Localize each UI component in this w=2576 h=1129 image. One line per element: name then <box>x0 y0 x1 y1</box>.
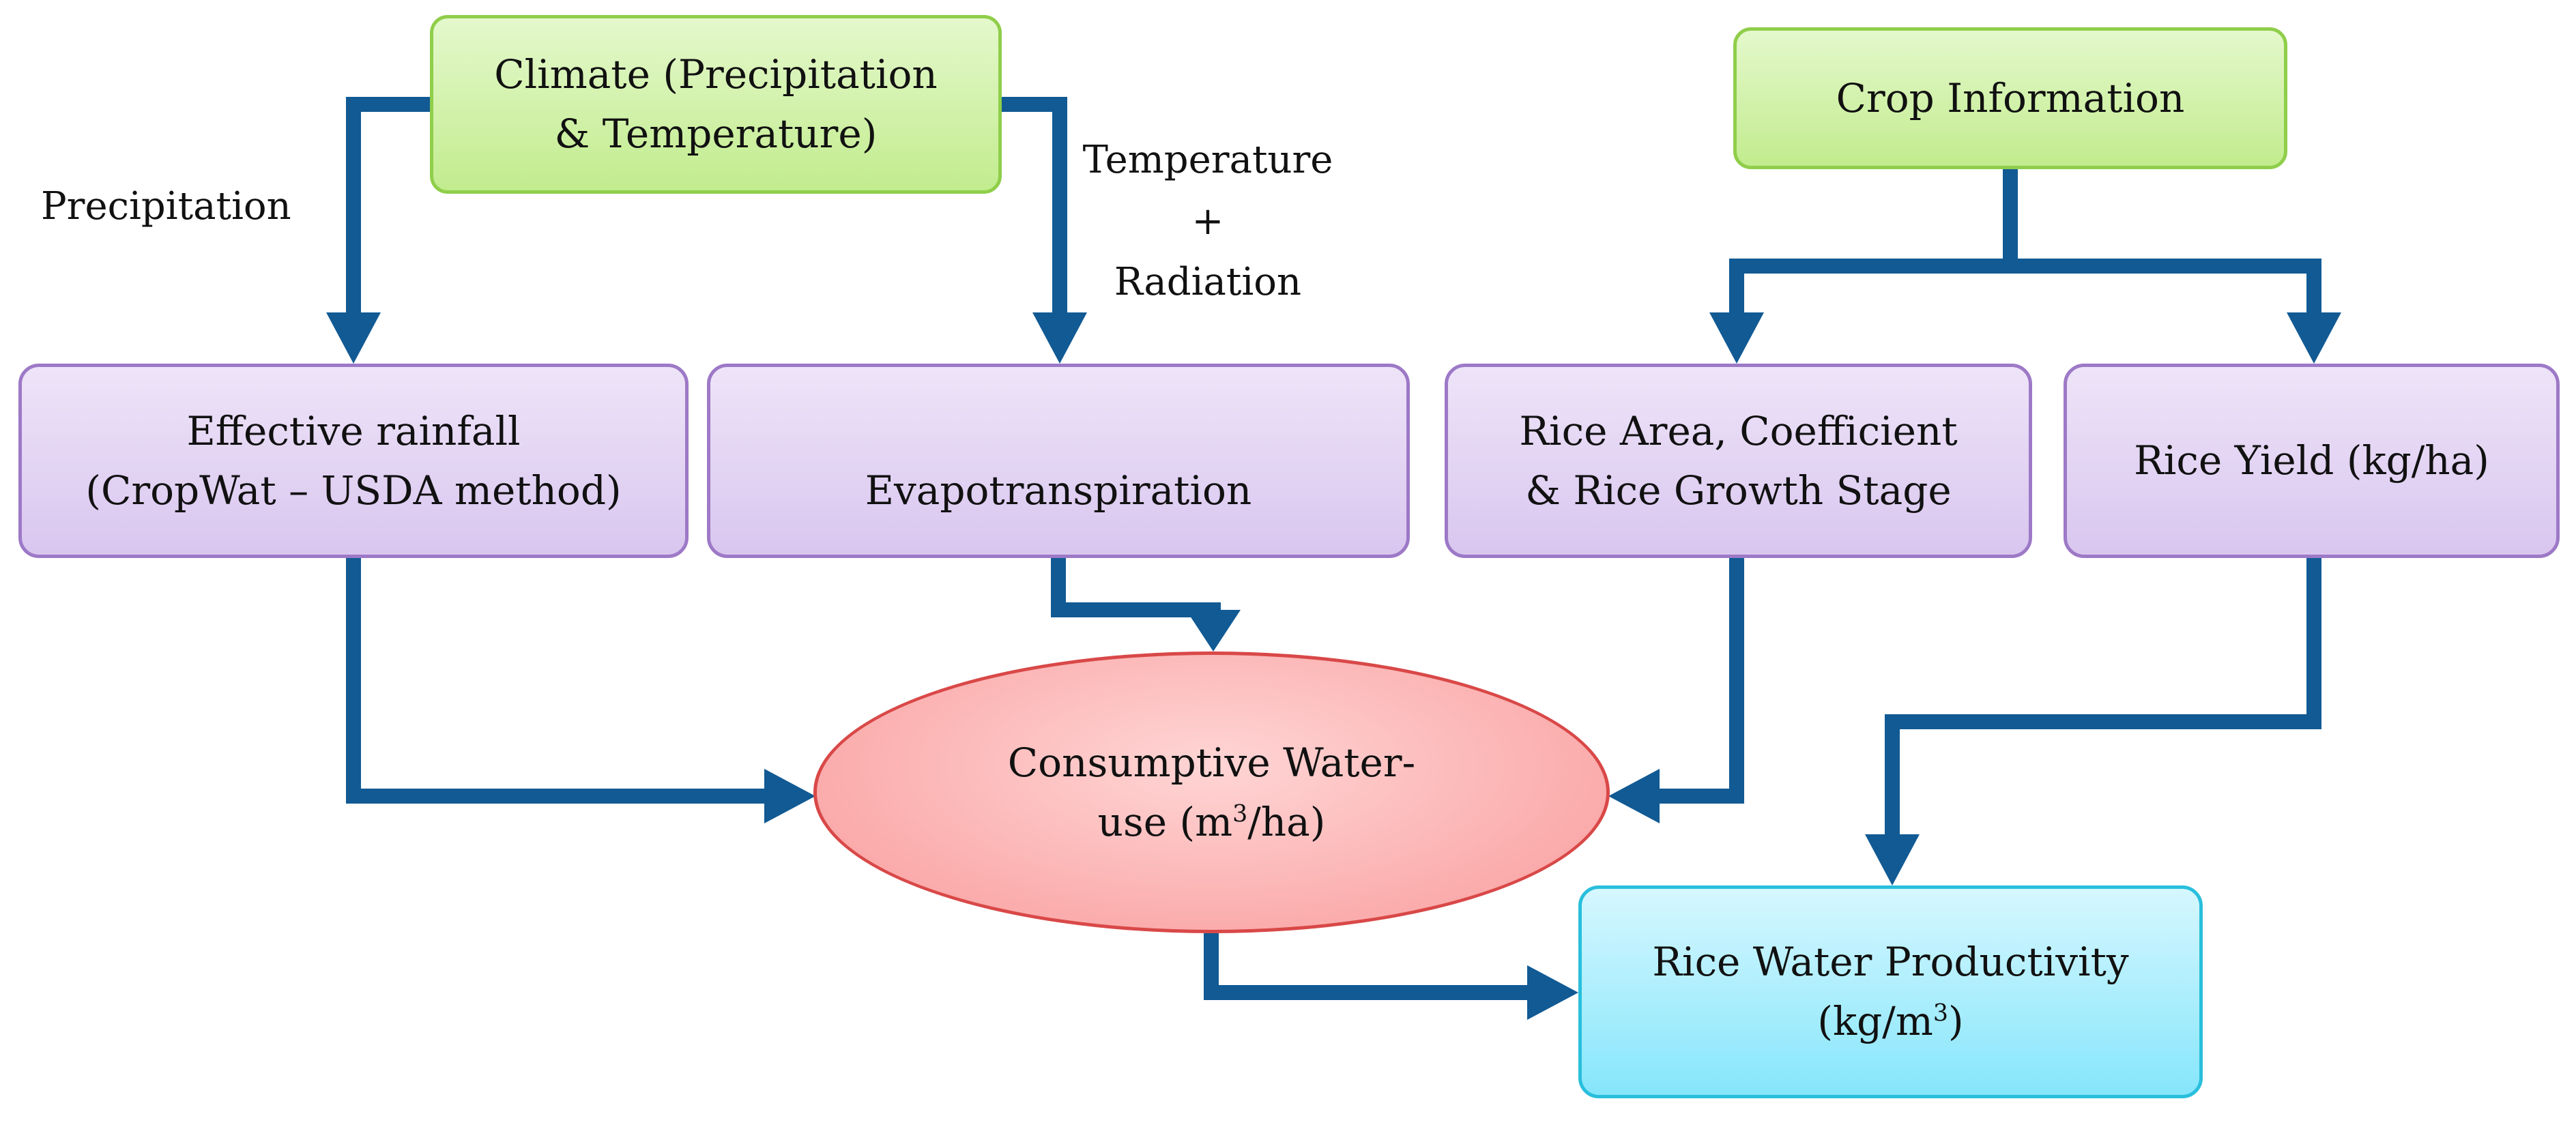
productivity-line2-text: (kg/m <box>1817 998 1933 1044</box>
productivity-line2-suffix: ) <box>1948 998 1964 1044</box>
radiation-label-text: Radiation <box>1114 260 1302 305</box>
consumptive-water-use-ellipse: Consumptive Water- use (m3/ha) <box>813 651 1610 933</box>
connector-climate-to-rainfall <box>346 97 430 319</box>
climate-box: Climate (Precipitation & Temperature) <box>430 15 1002 194</box>
precipitation-edge-label: Precipitation <box>41 176 314 237</box>
connector-consumptive-to-productivity <box>1204 933 1534 1000</box>
effective-rainfall-line2: (CropWat – USDA method) <box>85 467 622 514</box>
productivity-unit-exponent: 3 <box>1933 999 1948 1027</box>
rice-area-box: Rice Area, Coefficient & Rice Growth Sta… <box>1445 364 2032 558</box>
temperature-radiation-edge-label: Temperature + Radiation <box>1065 130 1351 313</box>
rice-area-line2: & Rice Growth Stage <box>1525 467 1952 514</box>
consumptive-line1: Consumptive Water- <box>1007 739 1416 786</box>
consumptive-line2: use (m3/ha) <box>1098 793 1326 852</box>
connector-rainfall-to-consumptive <box>346 558 771 804</box>
consumptive-line2-text: use (m <box>1097 798 1233 845</box>
climate-line2: & Temperature) <box>554 111 878 157</box>
arrowhead-consumptive-right <box>1608 769 1660 823</box>
productivity-line2: (kg/m3) <box>1817 992 1963 1051</box>
crop-information-label: Crop Information <box>1836 74 2185 121</box>
connector-crop-to-rice-area <box>1729 259 2010 319</box>
consumptive-unit-exponent: 3 <box>1232 800 1248 828</box>
arrowhead-evapotranspiration <box>1032 312 1087 364</box>
temperature-label-text: Temperature <box>1082 138 1333 182</box>
connector-climate-to-evapotranspiration <box>1002 97 1067 319</box>
productivity-line1: Rice Water Productivity <box>1652 939 2129 985</box>
rice-water-productivity-box: Rice Water Productivity (kg/m3) <box>1578 885 2203 1098</box>
rice-yield-label: Rice Yield (kg/ha) <box>2134 437 2489 484</box>
rice-yield-box: Rice Yield (kg/ha) <box>2064 364 2560 558</box>
effective-rainfall-box: Effective rainfall (CropWat – USDA metho… <box>18 364 689 558</box>
arrowhead-consumptive-top <box>1186 610 1241 651</box>
connector-rice-area-to-consumptive <box>1653 558 1744 804</box>
arrowhead-productivity-top <box>1865 834 1920 885</box>
crop-information-box: Crop Information <box>1733 27 2287 169</box>
evapotranspiration-box: Evapotranspiration <box>707 364 1410 558</box>
connector-crop-to-rice-yield <box>2010 259 2321 319</box>
arrowhead-consumptive-left <box>764 769 815 823</box>
arrowhead-rice-area <box>1709 312 1764 364</box>
plus-label-text: + <box>1191 199 1224 244</box>
arrowhead-rainfall <box>326 312 381 364</box>
arrowhead-rice-yield <box>2287 312 2341 364</box>
climate-line1: Climate (Precipitation <box>494 51 938 98</box>
arrowhead-productivity-left <box>1527 965 1578 1020</box>
evapotranspiration-label: Evapotranspiration <box>865 467 1252 514</box>
precipitation-label-text: Precipitation <box>41 184 291 229</box>
rice-area-line1: Rice Area, Coefficient <box>1519 407 1958 454</box>
connector-yield-to-productivity <box>1885 558 2321 836</box>
consumptive-line2-suffix: /ha) <box>1247 798 1326 845</box>
effective-rainfall-line1: Effective rainfall <box>186 407 521 454</box>
